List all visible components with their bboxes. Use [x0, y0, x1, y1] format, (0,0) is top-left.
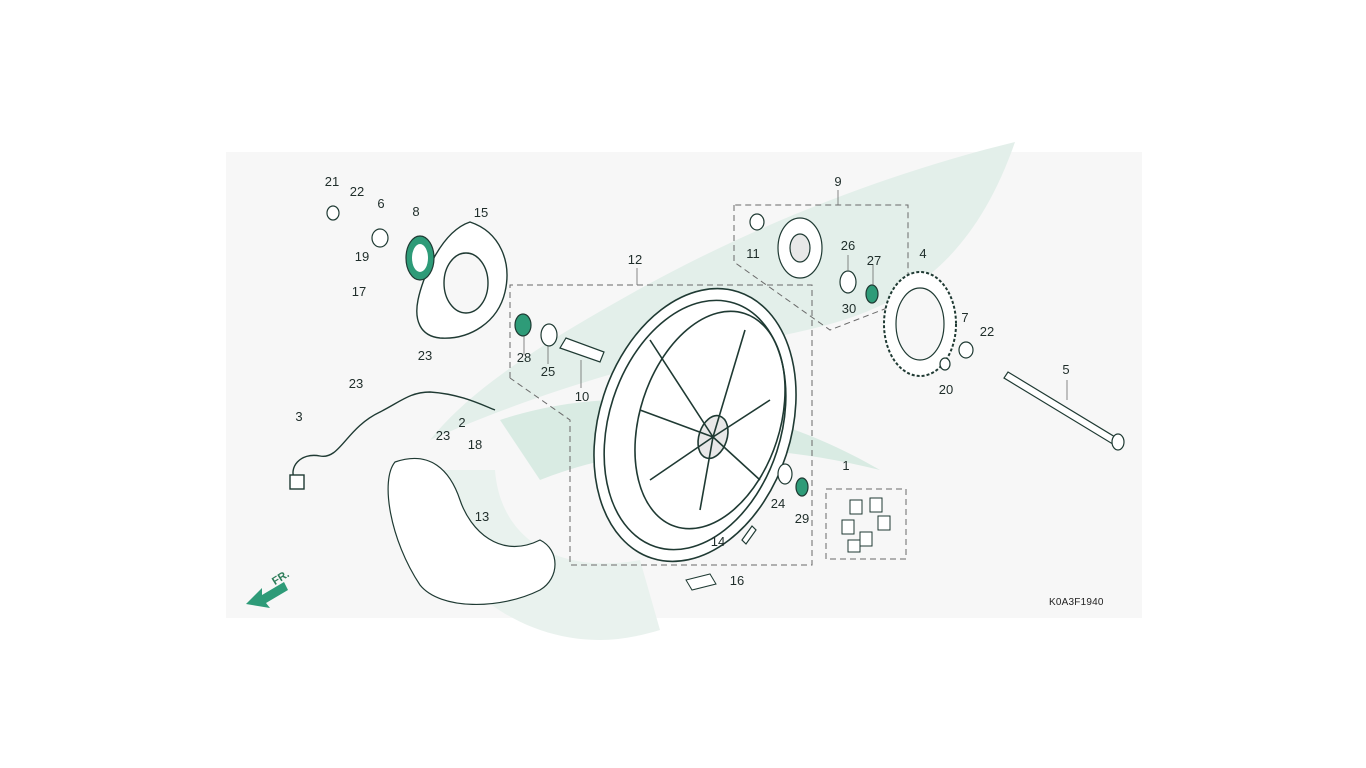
leader-lines: [523, 190, 1068, 400]
balance-weight: [685, 573, 717, 591]
callout-label: 7: [961, 310, 969, 325]
callout-label: 26: [840, 238, 856, 253]
group-box-dampers: [825, 488, 907, 560]
disc-spacer-ring: [405, 235, 435, 281]
callout-label: 22: [979, 324, 995, 339]
callout-label: 1: [842, 458, 850, 473]
rear-tire: [387, 457, 556, 605]
callout-label: 28: [516, 350, 532, 365]
callout-label: 8: [412, 204, 420, 219]
callout-label: 14: [710, 534, 726, 549]
callout-label: 18: [467, 437, 483, 452]
callout-label: 30: [841, 301, 857, 316]
valve-stem: [741, 525, 757, 545]
distance-collar: [559, 337, 605, 363]
callout-label: 2: [458, 415, 466, 430]
callout-label: 3: [295, 409, 303, 424]
group-box-hub: [733, 204, 909, 331]
callout-label: 22: [349, 184, 365, 199]
diagram-reference-code: K0A3F1940: [1049, 597, 1104, 608]
callout-label: 21: [324, 174, 340, 189]
callout-label: 23: [435, 428, 451, 443]
callout-label: 24: [770, 496, 786, 511]
callout-label: 4: [919, 246, 927, 261]
wheel-speed-sensor-harness: [289, 391, 496, 490]
group-box-wheel: [509, 284, 813, 566]
callout-label: 10: [574, 389, 590, 404]
sprocket-hub: [777, 217, 823, 279]
callout-label: 6: [377, 196, 385, 211]
callout-label: 23: [417, 348, 433, 363]
brake-disc: [416, 221, 508, 339]
callout-label: 19: [354, 249, 370, 264]
callout-label: 27: [866, 253, 882, 268]
callout-label: 15: [473, 205, 489, 220]
callout-label: 17: [351, 284, 367, 299]
callout-label: 13: [474, 509, 490, 524]
rear-wheel: [593, 287, 797, 563]
rear-sprocket: [883, 271, 957, 377]
bearings-seals: [326, 205, 974, 497]
callout-label: 16: [729, 573, 745, 588]
callout-label: 12: [627, 252, 643, 267]
callout-label: 9: [834, 174, 842, 189]
callout-label: 23: [348, 376, 364, 391]
front-direction-arrow-icon: [246, 582, 288, 608]
callout-label: 25: [540, 364, 556, 379]
wheel-dampers: [841, 497, 891, 553]
callout-label: 11: [746, 246, 760, 261]
callout-label: 29: [794, 511, 810, 526]
callout-label: 5: [1062, 362, 1070, 377]
callout-label: 20: [938, 382, 954, 397]
rear-axle: [1003, 371, 1125, 451]
